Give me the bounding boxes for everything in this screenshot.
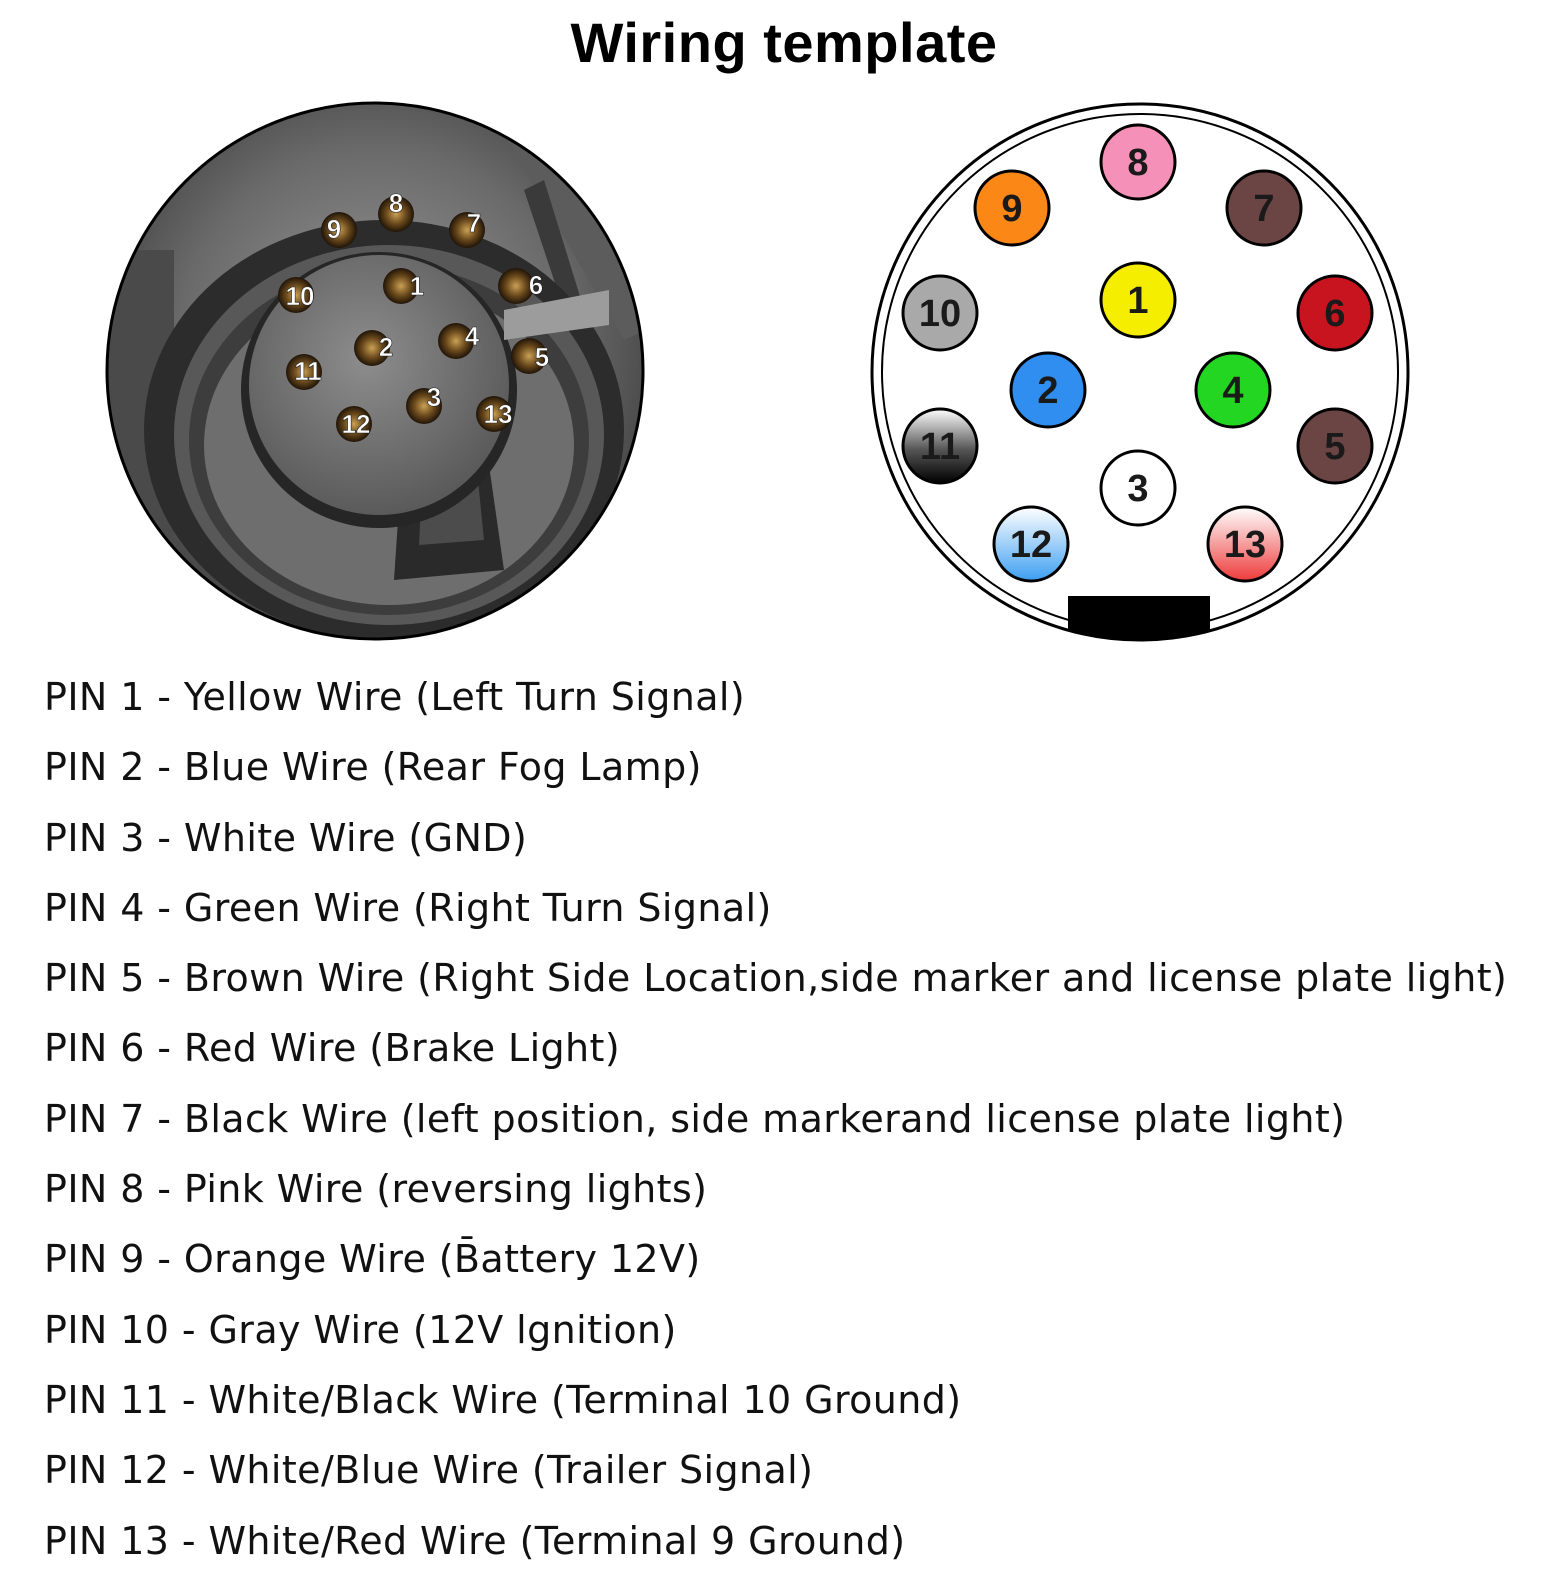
socket-photo: 9 8 7 10 1 6 11 2 4 5 3 12 13 [105, 101, 645, 641]
pin-10-label: 10 [919, 293, 961, 335]
pin-description-12: PIN 12 - White/Blue Wire (Trailer Signal… [44, 1448, 814, 1493]
photo-label-10: 10 [286, 281, 315, 311]
pin-description-1: PIN 1 - Yellow Wire (Left Turn Signal) [44, 675, 746, 719]
photo-label-4: 4 [465, 321, 480, 351]
pin-9-label: 9 [1001, 188, 1022, 230]
pin-list: PIN 1 - Yellow Wire (Left Turn Signal) PI… [44, 668, 1507, 1582]
pin-5-circle [1296, 407, 1374, 485]
photo-label-13: 13 [484, 399, 513, 429]
photo-label-7: 7 [467, 208, 481, 238]
photo-label-11: 11 [294, 356, 322, 386]
photo-label-12: 12 [342, 409, 371, 439]
pin-11-circle [901, 407, 979, 485]
pin-1-circle [1099, 261, 1177, 339]
photo-label-2: 2 [379, 332, 393, 362]
pin-description-10: PIN 10 - Gray Wire (12V lgnition) [44, 1307, 677, 1352]
pin-description-8: PIN 8 - Pink Wire (reversing lights) [44, 1167, 708, 1212]
pin-2-label: 2 [1037, 370, 1058, 412]
pin-description-9: PIN 9 - Orange Wire (B̄attery 12V) [44, 1237, 701, 1282]
photo-label-3: 3 [427, 382, 441, 412]
pin-13-label: 13 [1224, 524, 1266, 566]
pin-4-circle [1194, 351, 1272, 429]
pin-3-circle [1099, 449, 1177, 527]
pin-description-3: PIN 3 - White Wire (GND) [44, 815, 528, 860]
pin-11-label: 11 [920, 426, 960, 468]
pin-7-circle [1225, 169, 1303, 247]
pin-8-circle [1099, 123, 1177, 201]
photo-label-6: 6 [529, 270, 543, 300]
photo-label-8: 8 [389, 188, 403, 218]
pin-2-circle [1009, 351, 1087, 429]
pin-description-7: PIN 7 - Black Wire (left position, side … [44, 1096, 1346, 1141]
pin-12-circle [992, 505, 1070, 583]
photo-label-1: 1 [410, 271, 424, 301]
pin-7-label: 7 [1253, 188, 1274, 230]
pin-description-13: PIN 13 - White/Red Wire (Terminal 9 Grou… [44, 1518, 906, 1563]
pin-4-label: 4 [1222, 370, 1243, 412]
pin-6-label: 6 [1324, 293, 1345, 335]
pin-12-label: 12 [1010, 524, 1052, 566]
pin-5-label: 5 [1324, 426, 1345, 468]
pin-8-label: 8 [1127, 142, 1148, 184]
photo-label-9: 9 [327, 214, 341, 244]
photo-label-5: 5 [535, 342, 549, 372]
pin-9-circle [973, 169, 1051, 247]
page-title: Wiring template [570, 11, 998, 74]
pin-description-5: PIN 5 - Brown Wire (Right Side Location,… [44, 956, 1508, 1001]
pin-description-2: PIN 2 - Blue Wire (Rear Fog Lamp) [44, 745, 702, 790]
pin-1-label: 1 [1127, 280, 1148, 322]
pin-description-4: PIN 4 - Green Wire (Right Turn Signal) [44, 885, 772, 930]
photo-holes [278, 196, 547, 442]
pin-3-label: 3 [1127, 468, 1148, 510]
pin-10-circle [901, 274, 979, 352]
pin-description-6: PIN 6 - Red Wire (Brake Light) [44, 1026, 621, 1071]
pin-6-circle [1296, 274, 1374, 352]
pin-description-11: PIN 11 - White/Black Wire (Terminal 10 G… [44, 1377, 962, 1422]
connector-key [1068, 596, 1210, 640]
pin-13-circle [1206, 505, 1284, 583]
